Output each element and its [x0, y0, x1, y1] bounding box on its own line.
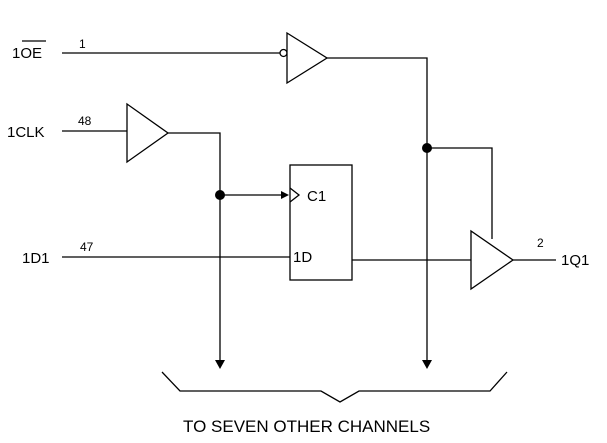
oe-prefix: 1 [12, 45, 20, 62]
clk-bus-wire [168, 132, 221, 362]
q-signal-label: 1Q1 [561, 252, 589, 269]
oe-bus-wire [327, 57, 428, 362]
channel-bracket [161, 371, 508, 403]
clk-down-arrow [215, 360, 225, 369]
clk-pin-number: 48 [78, 114, 92, 128]
ff-clock-label: C1 [307, 188, 326, 205]
ff-data-label: 1D [293, 249, 312, 266]
output-tristate-buffer [470, 229, 515, 291]
d-signal-label: 1D1 [22, 250, 50, 267]
oe-inverting-buffer [286, 31, 329, 85]
diagram-caption: TO SEVEN OTHER CHANNELS [183, 417, 430, 436]
q-pin-number: 2 [537, 236, 544, 250]
oe-signal-label: 1OE [12, 45, 42, 62]
clk-ff-arrow [281, 191, 289, 199]
oe-enable-wire [427, 147, 493, 239]
oe-inverter-bubble [279, 48, 288, 58]
d-flip-flop [289, 164, 353, 281]
oe-down-arrow [422, 360, 432, 369]
clk-buffer [126, 102, 170, 164]
oe-bar-text: OE [20, 45, 42, 62]
clk-signal-label: 1CLK [7, 124, 45, 141]
oe-pin-number: 1 [79, 37, 86, 51]
d-pin-number: 47 [80, 240, 94, 254]
ff-clock-indicator [289, 187, 301, 203]
